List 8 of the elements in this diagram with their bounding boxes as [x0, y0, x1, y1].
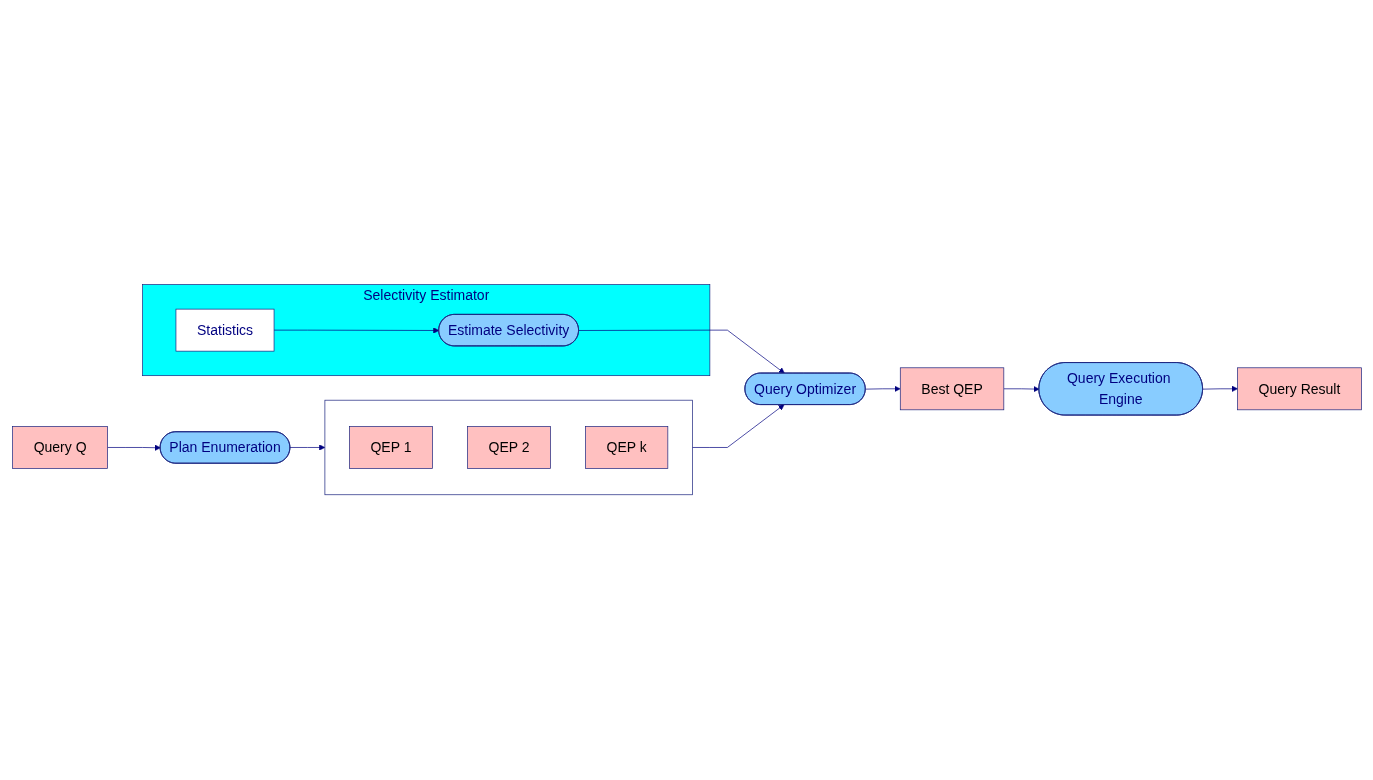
node-box: Query Result	[1236, 367, 1362, 411]
node-box: QEP 1	[348, 426, 433, 470]
node-box: QEP k	[584, 426, 668, 470]
cluster	[324, 400, 693, 496]
node-box: QEP 2	[466, 426, 551, 470]
node-box: Statistics	[175, 309, 274, 352]
node-box: Query Q	[11, 426, 108, 470]
node-box: Best QEP	[899, 367, 1004, 411]
